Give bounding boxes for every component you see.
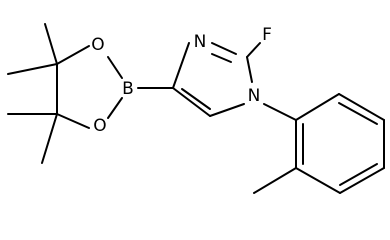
bond-ar5-ar6 (295, 167, 341, 194)
bond-ar1-ar2 (295, 93, 340, 121)
bond-c2-n3-double (211, 53, 232, 63)
bond-c5-n1 (209, 103, 245, 117)
bond-methyl-2 (7, 63, 58, 75)
bond-ar4-ar5 (339, 167, 385, 194)
bond-o-top-c (56, 45, 90, 65)
bond-n1-aryl (263, 103, 297, 121)
bond-ar2-ar3-double (338, 102, 378, 125)
bond-ar6-methyl (253, 167, 297, 194)
atom-n1: N (248, 86, 261, 106)
bond-b-o-bottom (107, 97, 123, 119)
bond-b-o-top (107, 56, 123, 79)
atom-n3: N (194, 32, 207, 52)
bond-o-bottom-c (56, 113, 90, 129)
atom-f: F (262, 25, 272, 45)
bond-n3-c4 (172, 42, 190, 89)
bond-c2-n3 (211, 42, 237, 55)
bond-c4-c5 (172, 87, 211, 117)
atom-o-top: O (91, 35, 104, 55)
structure-diagram: N N F B O O (7, 23, 385, 194)
bond-methyl-1 (44, 23, 58, 65)
atom-labels: N N F B O O (91, 25, 272, 136)
bond-methyl-4 (41, 113, 58, 164)
atom-o-bottom: O (93, 116, 106, 136)
bond-ar2-ar3 (338, 93, 385, 121)
bond-c4-c5-double (181, 88, 211, 110)
atom-b: B (122, 79, 134, 99)
bond-c2-f (246, 42, 261, 58)
bonds (7, 23, 385, 194)
bond-n1-c2 (246, 56, 253, 83)
bond-ar4-ar5-double (339, 163, 378, 186)
